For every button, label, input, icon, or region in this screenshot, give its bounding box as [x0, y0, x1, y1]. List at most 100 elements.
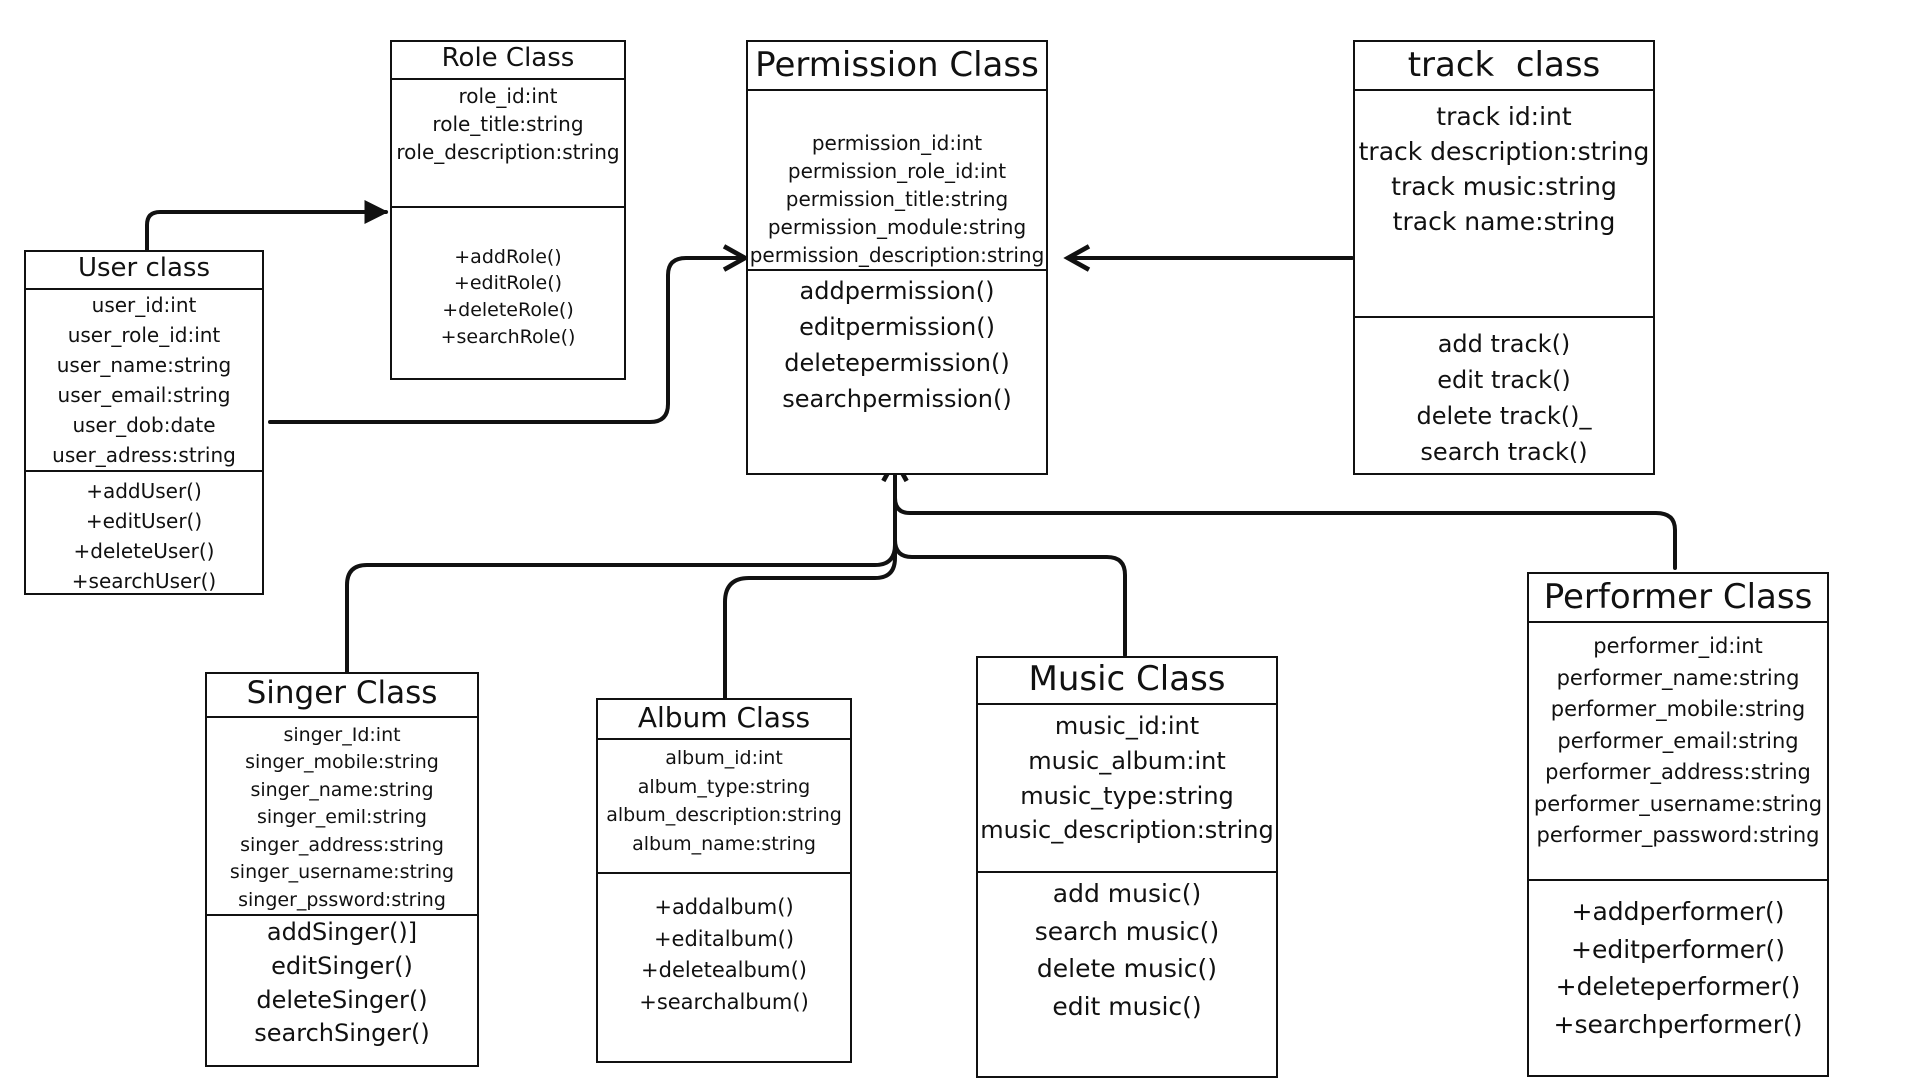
attribute: permission_module:string — [767, 215, 1027, 240]
attribute: permission_id:int — [811, 131, 983, 156]
attribute: permission_role_id:int — [787, 159, 1007, 184]
attribute: performer_name:string — [1556, 665, 1800, 690]
attribute: performer_mobile:string — [1550, 697, 1806, 722]
method: searchpermission() — [782, 385, 1012, 414]
music-class-methods: add music() search music() delete music(… — [978, 871, 1276, 1025]
user-class-methods: +addUser() +editUser() +deleteUser() +se… — [26, 469, 262, 596]
attribute: singer_username:string — [229, 861, 455, 884]
connector-music-to-permission — [893, 468, 1127, 657]
attribute: permission_description:string — [749, 243, 1045, 268]
attribute: permission_title:string — [785, 187, 1009, 212]
method: +addUser() — [86, 478, 202, 503]
method: +deletealbum() — [641, 958, 807, 983]
method: +searchperformer() — [1553, 1009, 1803, 1039]
attribute: performer_username:string — [1533, 791, 1823, 816]
track-class-title: track class — [1355, 42, 1653, 92]
user-class-title: User class — [26, 252, 262, 290]
track-class-attributes: track id:int track description:string tr… — [1355, 91, 1653, 316]
performer-class-attributes: performer_id:int performer_name:string p… — [1529, 623, 1827, 879]
method: deletepermission() — [784, 349, 1010, 378]
method: +deleteUser() — [73, 538, 215, 563]
method: delete track()_ — [1416, 402, 1592, 431]
method: +editalbum() — [653, 926, 795, 951]
attribute: track music:string — [1391, 172, 1617, 202]
performer-class-methods: +addperformer() +editperformer() +delete… — [1529, 879, 1827, 1043]
attribute: music_type:string — [1020, 781, 1234, 810]
attribute: user_dob:date — [72, 412, 216, 437]
attribute: role_id:int — [458, 83, 558, 108]
attribute: track name:string — [1392, 207, 1616, 237]
singer-class-attributes: singer_Id:int singer_mobile:string singe… — [207, 718, 477, 915]
method: addpermission() — [799, 277, 995, 306]
performer-class-title: Performer Class — [1529, 574, 1827, 624]
method: +searchRole() — [440, 325, 576, 348]
track-class-methods: add track() edit track() delete track()_… — [1355, 316, 1653, 470]
album-class-attributes: album_id:int album_type:string album_des… — [598, 740, 850, 872]
attribute: album_name:string — [632, 832, 816, 855]
music-class-title: Music Class — [978, 658, 1276, 706]
attribute: singer_mobile:string — [245, 751, 439, 774]
singer-class-methods: addSinger()] editSinger() deleteSinger()… — [207, 914, 477, 1050]
method: +deleteperformer() — [1555, 972, 1801, 1002]
method: +deleteRole() — [442, 299, 574, 322]
method: deleteSinger() — [256, 985, 428, 1014]
method: +editperformer() — [1571, 934, 1785, 964]
method: +addRole() — [454, 245, 562, 268]
connector-singer-to-permission — [345, 468, 897, 674]
user-class-box: User class user_id:int user_role_id:int … — [24, 250, 264, 595]
attribute: performer_email:string — [1557, 728, 1799, 753]
method: search music() — [1034, 916, 1220, 946]
method: addSinger()] — [266, 918, 418, 947]
attribute: singer_address:string — [240, 833, 444, 856]
attribute: user_role_id:int — [67, 322, 221, 347]
performer-class-box: Performer Class performer_id:int perform… — [1527, 572, 1829, 1077]
method: +addalbum() — [654, 895, 794, 920]
user-class-attributes: user_id:int user_role_id:int user_name:s… — [26, 290, 262, 470]
attribute: music_id:int — [1054, 712, 1200, 741]
connector-performer-to-permission — [895, 460, 1677, 570]
attribute: performer_password:string — [1536, 823, 1820, 848]
method: searchSinger() — [254, 1019, 430, 1048]
connector-album-to-permission — [723, 468, 897, 700]
attribute: user_email:string — [57, 382, 231, 407]
method: edit music() — [1052, 991, 1202, 1021]
attribute: role_description:string — [396, 139, 620, 164]
attribute: performer_address:string — [1545, 760, 1811, 785]
attribute: performer_id:int — [1593, 634, 1763, 659]
attribute: singer_pssword:string — [238, 888, 446, 911]
attribute: user_name:string — [56, 352, 232, 377]
attribute: music_album:int — [1028, 746, 1226, 775]
method: add music() — [1052, 879, 1202, 909]
attribute: album_description:string — [606, 804, 842, 827]
album-class-methods: +addalbum() +editalbum() +deletealbum() … — [598, 872, 850, 1018]
method: editSinger() — [271, 952, 413, 981]
connector-user-to-permission — [268, 258, 745, 424]
method: editpermission() — [799, 313, 995, 342]
attribute: music_description:string — [980, 816, 1274, 845]
connector-user-to-role — [145, 200, 389, 254]
method: +searchUser() — [71, 568, 217, 593]
permission-class-methods: addpermission() editpermission() deletep… — [748, 269, 1046, 417]
attribute: singer_Id:int — [283, 723, 401, 746]
attribute: user_adress:string — [52, 442, 236, 467]
attribute: user_id:int — [91, 292, 197, 317]
attribute: singer_name:string — [250, 778, 434, 801]
attribute: track description:string — [1358, 137, 1650, 167]
attribute: role_title:string — [432, 111, 584, 136]
singer-class-box: Singer Class singer_Id:int singer_mobile… — [205, 672, 479, 1067]
album-class-title: Album Class — [598, 700, 850, 741]
attribute: track id:int — [1436, 102, 1572, 132]
role-class-attributes: role_id:int role_title:string role_descr… — [392, 80, 624, 206]
attribute: singer_emil:string — [257, 806, 427, 829]
music-class-box: Music Class music_id:int music_album:int… — [976, 656, 1278, 1078]
method: +addperformer() — [1571, 897, 1785, 927]
method: +searchalbum() — [639, 989, 809, 1014]
method: add track() — [1437, 330, 1571, 359]
permission-class-box: Permission Class permission_id:int permi… — [746, 40, 1048, 475]
method: +editUser() — [85, 508, 203, 533]
method: delete music() — [1036, 954, 1218, 984]
track-class-box: track class track id:int track descripti… — [1353, 40, 1655, 475]
role-class-title: Role Class — [392, 42, 624, 80]
music-class-attributes: music_id:int music_album:int music_type:… — [978, 705, 1276, 871]
